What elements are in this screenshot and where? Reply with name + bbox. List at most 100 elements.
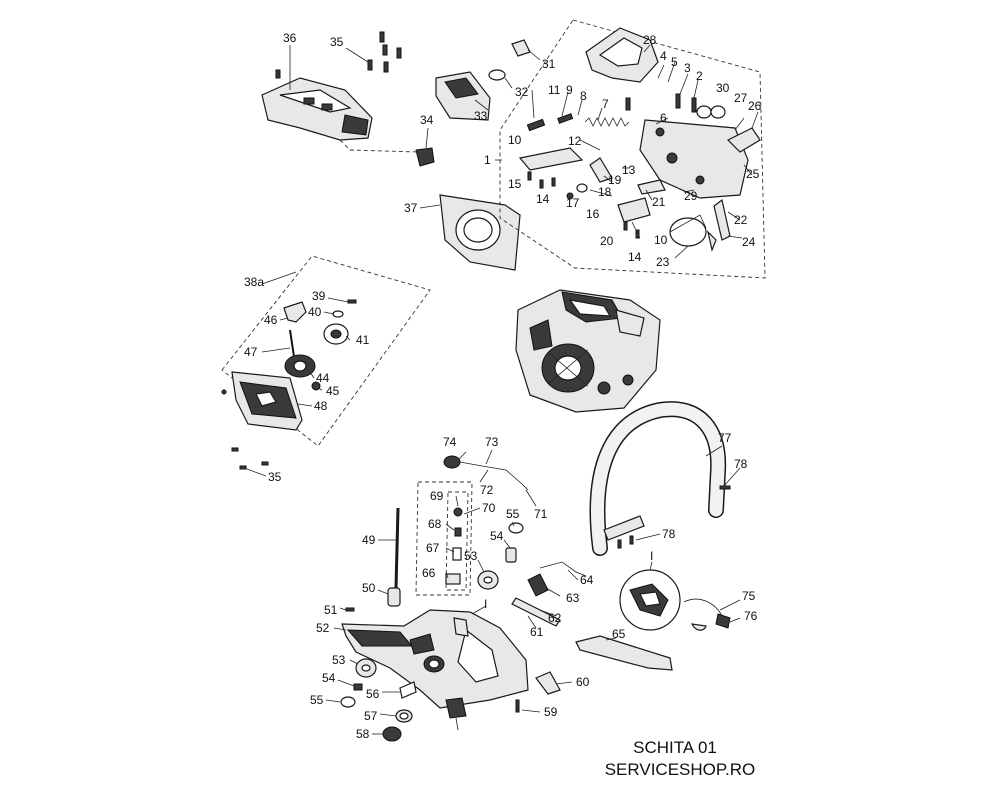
- callout-30: 30: [716, 81, 730, 95]
- callout-3: 3: [684, 61, 691, 75]
- callout-19: 19: [608, 173, 622, 187]
- starter-assembly-group: [221, 255, 431, 477]
- callout-26: 26: [748, 99, 762, 113]
- callout-14a: 14: [536, 192, 550, 206]
- callout-45: 45: [326, 384, 340, 398]
- callout-55a: 55: [506, 507, 520, 521]
- callout-54a: 54: [490, 529, 504, 543]
- screw-part-35-top: [275, 31, 402, 79]
- callout-71: 71: [534, 507, 548, 521]
- callout-44: 44: [316, 371, 330, 385]
- callout-8: 8: [580, 89, 587, 103]
- dampers-lower: [325, 658, 377, 708]
- callout-23: 23: [656, 255, 670, 269]
- callout-52: 52: [316, 621, 330, 635]
- callout-69: 69: [430, 489, 444, 503]
- callout-35b: 35: [268, 470, 282, 484]
- detail-view-i: [619, 561, 741, 631]
- callout-48: 48: [314, 399, 328, 413]
- callout-29: 29: [684, 189, 698, 203]
- callout-31: 31: [542, 57, 556, 71]
- callout-10b: 10: [654, 233, 668, 247]
- callout-25: 25: [746, 167, 760, 181]
- callout-40: 40: [308, 305, 322, 319]
- callout-77: 77: [718, 431, 732, 445]
- parts-56-57-58: [372, 681, 417, 742]
- bracket-part-34: [339, 127, 435, 167]
- callout-73: 73: [485, 435, 499, 449]
- callout-41: 41: [356, 333, 370, 347]
- brake-assembly-group: [495, 19, 766, 279]
- callout-59: 59: [544, 705, 558, 719]
- muffler-part-33: [435, 71, 491, 121]
- callout-17: 17: [566, 196, 580, 210]
- callout-78b: 78: [662, 527, 676, 541]
- callout-14b: 14: [628, 250, 642, 264]
- callout-2: 2: [696, 69, 703, 83]
- engine-assembly: [515, 289, 661, 413]
- callout-74: 74: [443, 435, 457, 449]
- callout-10a: 10: [508, 133, 522, 147]
- callout-33: 33: [474, 109, 488, 123]
- callout-51: 51: [324, 603, 338, 617]
- callout-75: 75: [742, 589, 756, 603]
- callout-36: 36: [283, 31, 297, 45]
- callout-55b: 55: [310, 693, 324, 707]
- callout-37: 37: [404, 201, 418, 215]
- callout-labels: 28 4 5 3 2 30 27 26 6 7 8 9 11 10 12 1 1…: [244, 31, 762, 741]
- callout-detail-i-a: I: [484, 597, 487, 611]
- callout-38a: 38a: [244, 275, 264, 289]
- callout-21: 21: [652, 195, 666, 209]
- callout-46: 46: [264, 313, 278, 327]
- dampers-upper: [477, 521, 524, 590]
- callout-66: 66: [422, 566, 436, 580]
- callout-6: 6: [660, 111, 667, 125]
- callout-76: 76: [744, 609, 758, 623]
- callout-64: 64: [580, 573, 594, 587]
- callout-32: 32: [515, 85, 529, 99]
- callout-72: 72: [480, 483, 494, 497]
- parts-59-60-79: [445, 671, 573, 731]
- cap-part-31: [511, 39, 541, 61]
- callout-54b: 54: [322, 671, 336, 685]
- throttle-rod-part-49: [377, 507, 401, 607]
- callout-detail-i-b: I: [650, 549, 653, 563]
- callout-27: 27: [734, 91, 748, 105]
- callout-65: 65: [612, 627, 626, 641]
- rear-handle-tank: [341, 605, 529, 709]
- callout-78a: 78: [734, 457, 748, 471]
- callout-47: 47: [244, 345, 258, 359]
- callout-56: 56: [366, 687, 380, 701]
- throttle-parts: [511, 561, 587, 629]
- callout-18: 18: [598, 185, 612, 199]
- callout-58: 58: [356, 727, 370, 741]
- callout-24: 24: [742, 235, 756, 249]
- callout-62: 62: [548, 611, 562, 625]
- callout-16: 16: [586, 207, 600, 221]
- callout-39: 39: [312, 289, 326, 303]
- front-handle-part-77: [589, 401, 741, 556]
- callout-15: 15: [508, 177, 522, 191]
- oil-pump-group: [415, 449, 537, 596]
- callout-13: 13: [622, 163, 636, 177]
- callout-50: 50: [362, 581, 376, 595]
- callout-28: 28: [643, 33, 657, 47]
- callout-11: 11: [548, 83, 561, 97]
- top-cover-part-36: [261, 45, 373, 141]
- callout-9: 9: [566, 83, 573, 97]
- callout-20: 20: [600, 234, 614, 248]
- callout-53b: 53: [332, 653, 346, 667]
- callout-34: 34: [420, 113, 434, 127]
- callout-60: 60: [576, 675, 590, 689]
- callout-49: 49: [362, 533, 376, 547]
- callout-35a: 35: [330, 35, 344, 49]
- site-name: SERVICESHOP.RO: [604, 760, 756, 779]
- chain-catcher-part-65: [575, 635, 673, 671]
- callout-5: 5: [671, 55, 678, 69]
- callout-53a: 53: [464, 549, 478, 563]
- shroud-part-37: [419, 194, 521, 271]
- callout-22: 22: [734, 213, 748, 227]
- washer-part-32: [488, 69, 513, 89]
- callout-1: 1: [484, 153, 491, 167]
